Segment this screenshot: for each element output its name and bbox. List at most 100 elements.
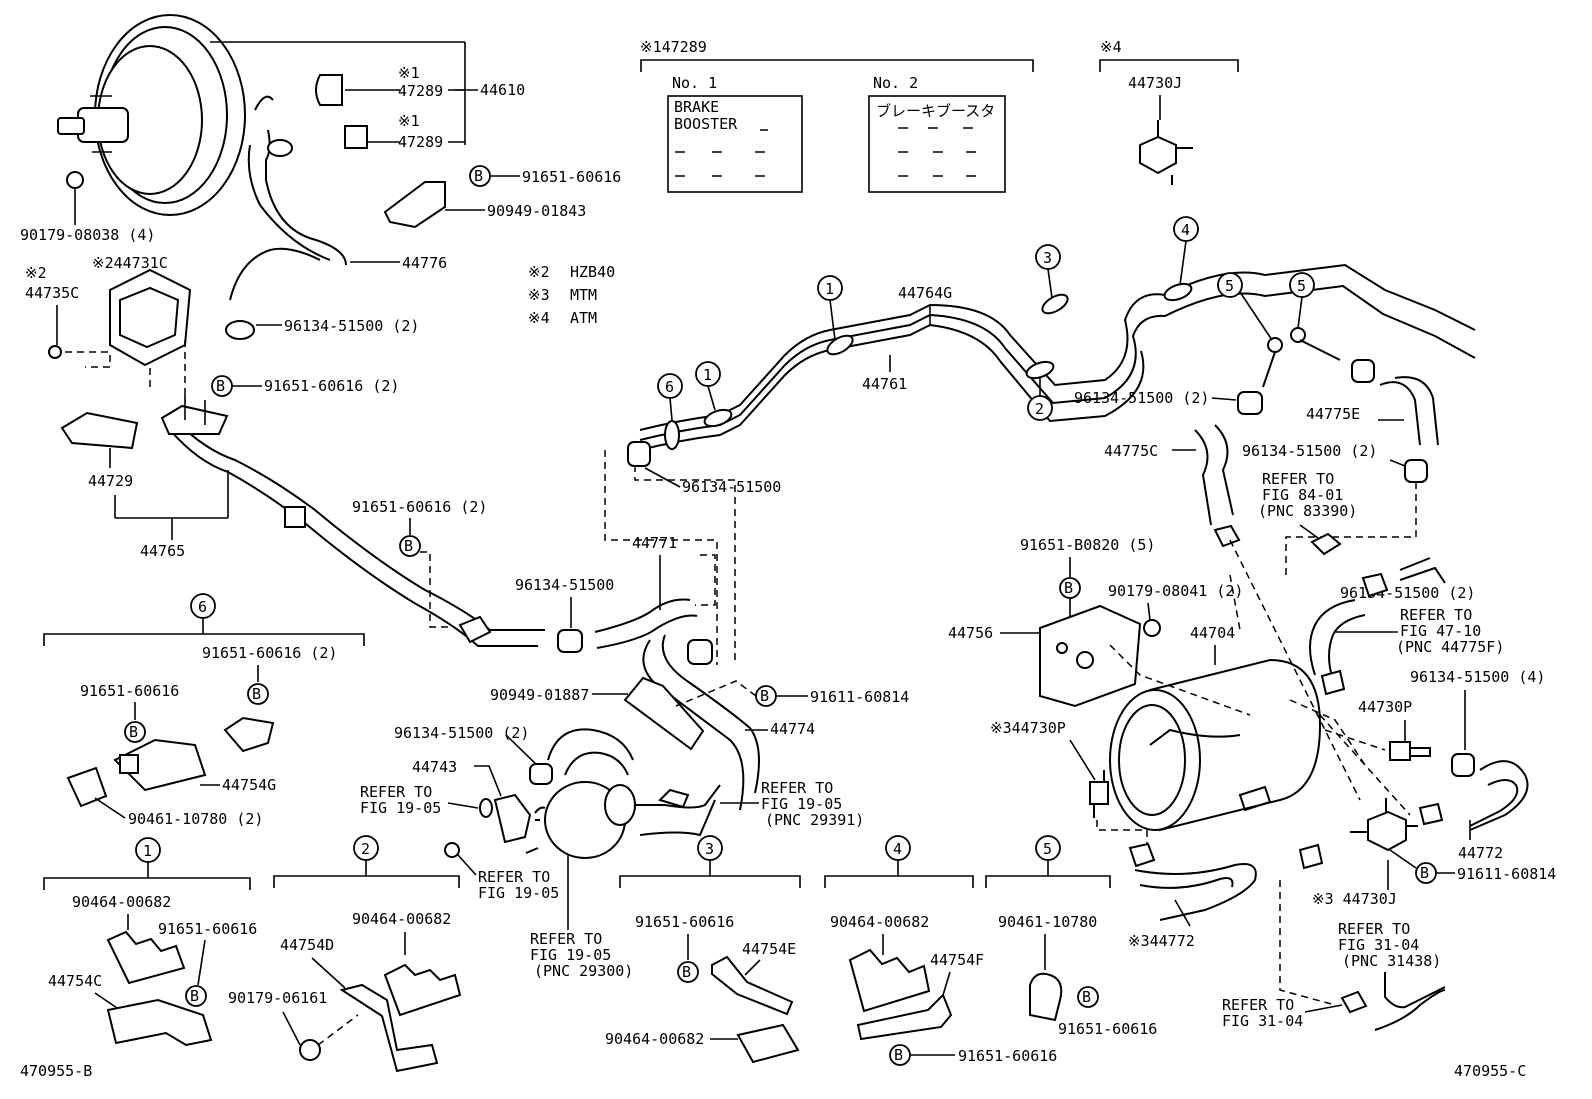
dashed-leader	[1109, 574, 1251, 716]
clamp	[1361, 572, 1389, 598]
refer-text: FIG 19-05	[761, 795, 842, 813]
svg-text:90179-06161: 90179-06161	[228, 989, 327, 1007]
bracket-hole	[1076, 651, 1094, 669]
part-label: 91651-60616 (2)	[352, 498, 487, 516]
table-no1-line1: BRAKE	[674, 98, 719, 116]
refer-text: REFER TO	[1400, 606, 1472, 624]
table-title-no2: No. 2	[873, 74, 918, 92]
hose	[1374, 972, 1446, 1031]
group-4: 4 90464-00682 44754F B 91651-60616	[824, 835, 1057, 1066]
hose-44772-mt	[1134, 863, 1257, 921]
part-label: 91651-60616	[522, 168, 621, 186]
refer-text: REFER TO	[1262, 470, 1334, 488]
refer-text: REFER TO	[360, 783, 432, 801]
clamp	[1320, 669, 1346, 696]
svg-text:2: 2	[361, 840, 370, 858]
leader	[447, 802, 479, 809]
svg-text:B: B	[1082, 988, 1091, 1006]
pipe-44765-a	[174, 419, 545, 631]
part-label: 90949-01843	[487, 202, 586, 220]
note: MTM	[570, 286, 597, 304]
bracket-44731C-inner	[119, 286, 180, 349]
leader	[474, 765, 502, 797]
label-sticker-1	[315, 74, 343, 106]
note: ※2	[528, 263, 550, 281]
clamp	[687, 639, 713, 665]
part-label: 91611-60814	[810, 688, 909, 706]
svg-text:B: B	[894, 1046, 903, 1064]
svg-text:90464-00682: 90464-00682	[72, 893, 171, 911]
svg-text:91651-60616 (2): 91651-60616 (2)	[202, 644, 337, 662]
vacuum-pump-valve	[525, 781, 636, 859]
pipe-joint-5b	[1290, 327, 1306, 343]
clamp	[1404, 459, 1428, 483]
svg-text:5: 5	[1225, 277, 1234, 295]
bolt-mark-label: B	[1420, 864, 1429, 882]
part-label: 44730J	[1128, 74, 1182, 92]
pipe-clamp-6	[664, 420, 680, 450]
callout-3: 3	[1035, 244, 1061, 270]
table-header: ※147289	[640, 38, 707, 56]
pipe-44765-b	[169, 429, 538, 647]
dashed-leader	[1289, 699, 1386, 766]
hose-44776-edge	[247, 144, 331, 261]
svg-text:90464-00682: 90464-00682	[830, 913, 929, 931]
note: ※4	[528, 309, 550, 327]
note: HZB40	[570, 263, 615, 281]
group-2: 2 44754D 90464-00682 90179-06161	[228, 835, 462, 1073]
part-label: 44743	[412, 758, 457, 776]
svg-text:4: 4	[893, 840, 902, 858]
svg-text:6: 6	[665, 378, 674, 396]
label-table: ※147289 No. 1 BRAKE BOOSTER No. 2 ブレーキブー…	[640, 38, 1034, 193]
table-no2-line1: ブレーキブースタ	[876, 102, 995, 120]
refer-text: REFER TO	[478, 868, 550, 886]
refer-text: (PNC 83390)	[1258, 502, 1357, 520]
refer-text: REFER TO	[1222, 996, 1294, 1014]
part-label: 44610	[480, 81, 525, 99]
bracket-90949-01843	[383, 181, 446, 229]
atm-header: ※4	[1100, 38, 1122, 56]
dashed-leader	[695, 554, 716, 606]
dashed-leader	[420, 551, 455, 628]
clamp	[1298, 843, 1324, 870]
group-3: 3 91651-60616 B 44754E 90464-00682	[605, 835, 801, 1064]
leader	[457, 854, 477, 876]
svg-text:3: 3	[1043, 249, 1052, 267]
label-sticker-2	[344, 125, 368, 149]
svg-text:4: 4	[1181, 221, 1190, 239]
svg-text:B: B	[252, 685, 261, 703]
note: ※3	[528, 286, 550, 304]
bolt-mark-label: B	[760, 687, 769, 705]
bracket-44729	[60, 411, 139, 450]
leader	[1211, 397, 1237, 401]
svg-text:1: 1	[825, 280, 834, 298]
svg-text:90464-00682: 90464-00682	[605, 1030, 704, 1048]
svg-text:44754E: 44754E	[742, 940, 796, 958]
part-label: 44756	[948, 624, 993, 642]
svg-text:91651-60616: 91651-60616	[80, 682, 179, 700]
bolt	[444, 842, 460, 858]
part-label: 44730P	[1358, 698, 1412, 716]
leader	[1179, 240, 1187, 286]
svg-text:44754C: 44754C	[48, 972, 102, 990]
bracket-line	[1099, 59, 1239, 72]
leader	[505, 734, 541, 769]
svg-text:44754G: 44754G	[222, 776, 276, 794]
hose-44771	[594, 598, 698, 649]
svg-text:5: 5	[1297, 277, 1306, 295]
diagram-code-left: 470955-B	[20, 1062, 92, 1080]
vsv-44730J-mt	[1350, 798, 1418, 852]
group-5: 5 90461-10780 B 91651-60616	[985, 835, 1157, 1038]
svg-text:44754F: 44754F	[930, 951, 984, 969]
callout-4: 4	[1173, 216, 1199, 242]
pipe-44764G	[639, 263, 1476, 431]
hose	[1309, 599, 1366, 681]
part-label: 44764G	[898, 284, 952, 302]
callout-2: 2	[1027, 395, 1053, 421]
part-label: 44775C	[1104, 442, 1158, 460]
part-label: 96134-51500 (2)	[1340, 584, 1475, 602]
leader	[1304, 1004, 1343, 1013]
pipe-clamp-1	[826, 334, 854, 356]
callout-5b: 5	[1289, 272, 1315, 298]
